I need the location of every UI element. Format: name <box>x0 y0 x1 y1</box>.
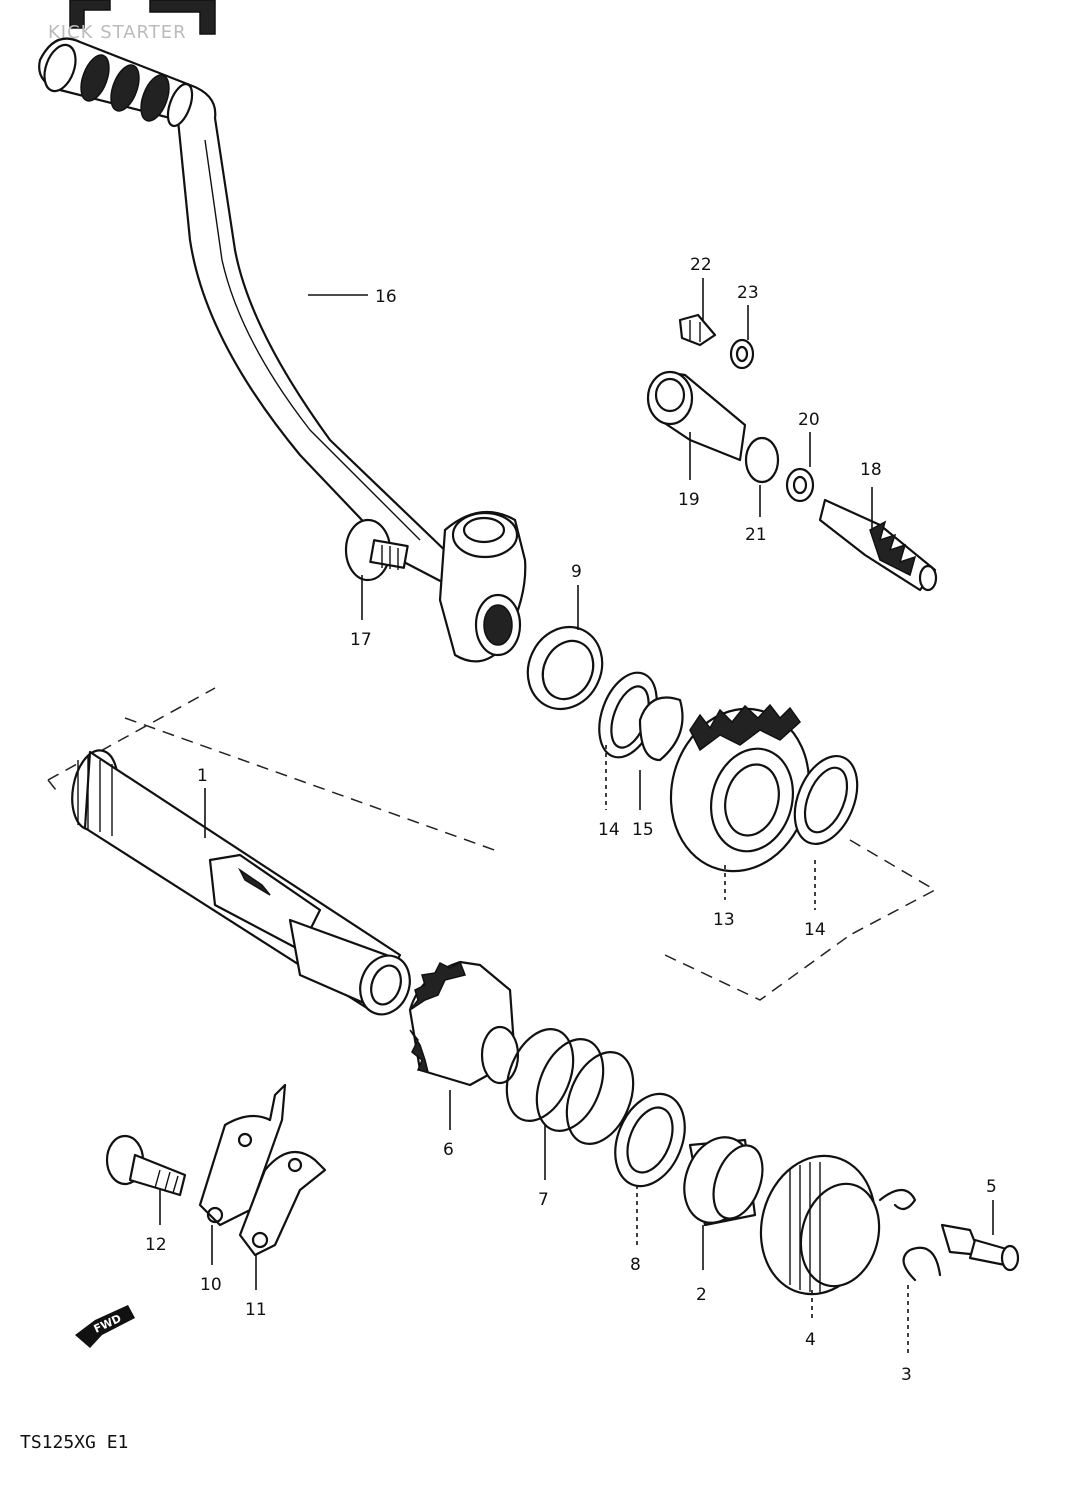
washer-part-20 <box>785 467 815 503</box>
circlip-part-3 <box>902 1246 942 1282</box>
callout-20: 20 <box>798 410 820 430</box>
callout-6: 6 <box>443 1140 454 1160</box>
washer-part-14-lower <box>793 754 859 846</box>
bolt-part-17 <box>344 518 409 582</box>
callout-13: 13 <box>713 910 735 930</box>
spring-guide-part-4 <box>759 1154 917 1296</box>
callout-8: 8 <box>630 1255 641 1275</box>
o-ring-part-21 <box>744 436 780 484</box>
callout-4: 4 <box>805 1330 816 1350</box>
housing-part-19 <box>646 370 747 462</box>
callout-5: 5 <box>986 1177 997 1197</box>
spacer-part-2 <box>683 1136 764 1227</box>
fwd-direction-marker: FWD <box>75 1305 135 1348</box>
drive-gear-part-6 <box>408 960 520 1087</box>
circlip-part-15 <box>638 696 684 762</box>
callout-3: 3 <box>901 1365 912 1385</box>
callout-12: 12 <box>145 1235 167 1255</box>
screw-part-22 <box>678 313 717 347</box>
callout-2: 2 <box>696 1285 707 1305</box>
header-title: KICK STARTER <box>48 22 187 43</box>
callout-19: 19 <box>678 490 700 510</box>
driven-gear-part-18 <box>818 498 938 592</box>
callout-10: 10 <box>200 1275 222 1295</box>
callout-18: 18 <box>860 460 882 480</box>
plate-part-11 <box>238 1150 327 1257</box>
callout-11: 11 <box>245 1300 267 1320</box>
callout-15: 15 <box>632 820 654 840</box>
fwd-arrow-icon <box>75 1305 135 1348</box>
kick-lever-part-16 <box>38 37 527 663</box>
callout-17: 17 <box>350 630 372 650</box>
bolt-part-12 <box>105 1134 187 1197</box>
bolt-part-5 <box>940 1223 1020 1272</box>
leader-lines <box>159 278 994 1355</box>
callout-23: 23 <box>737 283 759 303</box>
callout-7: 7 <box>538 1190 549 1210</box>
callout-14-lower: 14 <box>804 920 826 940</box>
washer-part-23 <box>729 338 755 370</box>
model-code: TS125XG E1 <box>20 1432 128 1453</box>
callout-labels: 1 2 3 4 5 6 7 8 9 10 11 12 13 14 14 15 1… <box>145 255 997 1385</box>
assembly-outline <box>47 687 937 1001</box>
kick-gear-part-13 <box>669 703 811 873</box>
callout-21: 21 <box>745 525 767 545</box>
callout-1: 1 <box>197 766 208 786</box>
callout-14-upper: 14 <box>598 820 620 840</box>
spring-part-7 <box>505 1027 635 1146</box>
washer-part-8 <box>614 1092 686 1188</box>
callout-9: 9 <box>571 562 582 582</box>
oil-seal-part-9 <box>526 625 604 711</box>
header-block: KICK STARTER <box>48 0 216 43</box>
plate-part-10 <box>198 1083 287 1227</box>
kick-shaft-part-1 <box>71 749 411 1016</box>
callout-22: 22 <box>690 255 712 275</box>
callout-16: 16 <box>375 287 397 307</box>
washer-part-14-upper <box>598 671 658 759</box>
